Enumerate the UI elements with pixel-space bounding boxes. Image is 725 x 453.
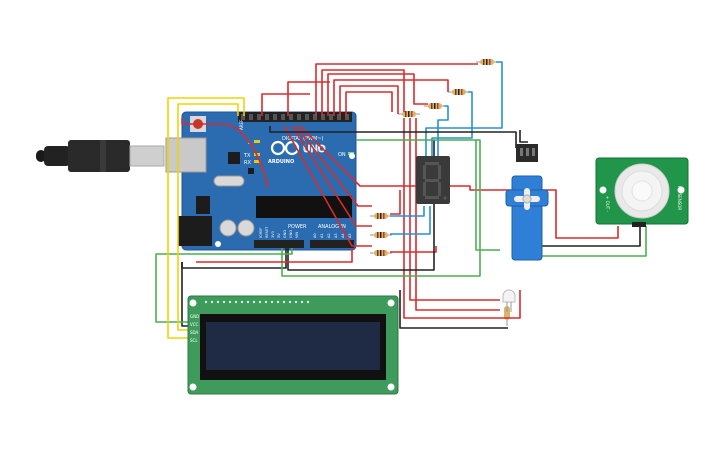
analog-header-label: ANALOG IN bbox=[318, 224, 346, 230]
resistor bbox=[370, 250, 392, 256]
power-pin-label: RESET bbox=[265, 226, 269, 238]
servo-motor bbox=[505, 144, 549, 261]
lcd-pin-label-vcc: VCC bbox=[190, 322, 199, 327]
resistor bbox=[398, 111, 420, 117]
servo-horn-icon bbox=[514, 188, 540, 210]
analog-pin-label: A0 bbox=[313, 233, 317, 238]
power-pin-label: 5V bbox=[277, 233, 281, 238]
lcd-display: GND VCC SDA SCL bbox=[187, 295, 399, 395]
power-pin-label: IOREF bbox=[259, 228, 263, 238]
resistor bbox=[370, 213, 392, 219]
pir-left-label: + OUT - bbox=[605, 196, 610, 212]
digital-header-label: DIGITAL (PWM~) bbox=[282, 136, 324, 142]
resistor bbox=[476, 59, 498, 65]
analog-pin-label: A1 bbox=[320, 233, 324, 238]
usb-cable bbox=[36, 140, 165, 172]
power-pin-label: VIN bbox=[295, 232, 299, 238]
analog-pin-label: A4 bbox=[341, 233, 345, 238]
led-label-tx: TX bbox=[243, 153, 251, 159]
wires bbox=[155, 61, 647, 339]
power-header-label: POWER bbox=[288, 224, 307, 230]
arduino-logo-icon bbox=[270, 140, 300, 156]
resistor bbox=[370, 232, 392, 238]
power-pin-label: GND bbox=[289, 230, 293, 238]
power-pin-label: GND bbox=[283, 230, 287, 238]
lcd-header-pins bbox=[204, 300, 310, 304]
led-label-on: ON bbox=[338, 152, 346, 158]
seven-segment-display: 8 bbox=[416, 156, 450, 204]
resistor bbox=[448, 89, 470, 95]
analog-pin-label: A3 bbox=[334, 233, 338, 238]
lcd-screen bbox=[206, 322, 380, 370]
lcd-pin-label-gnd: GND bbox=[190, 314, 199, 319]
pir-sensor: + OUT - PIR SENSOR bbox=[595, 157, 689, 227]
lcd-pin-label-scl: SCL bbox=[190, 338, 198, 343]
aref-label: AREF bbox=[239, 119, 244, 130]
arduino-brand: ARDUINO bbox=[268, 159, 294, 165]
lcd-pin-label-sda: SDA bbox=[190, 330, 199, 335]
analog-pin-label: A2 bbox=[327, 233, 331, 238]
led-component bbox=[502, 289, 516, 312]
led-label-rx: RX bbox=[244, 160, 251, 166]
atmega-chip bbox=[256, 196, 352, 218]
analog-pin-label: A5 bbox=[348, 233, 352, 238]
power-pin-label: 3V3 bbox=[271, 231, 275, 238]
pir-right-label: PIR SENSOR bbox=[677, 186, 682, 210]
digital-header-pins bbox=[241, 114, 349, 120]
resistor bbox=[424, 103, 446, 109]
